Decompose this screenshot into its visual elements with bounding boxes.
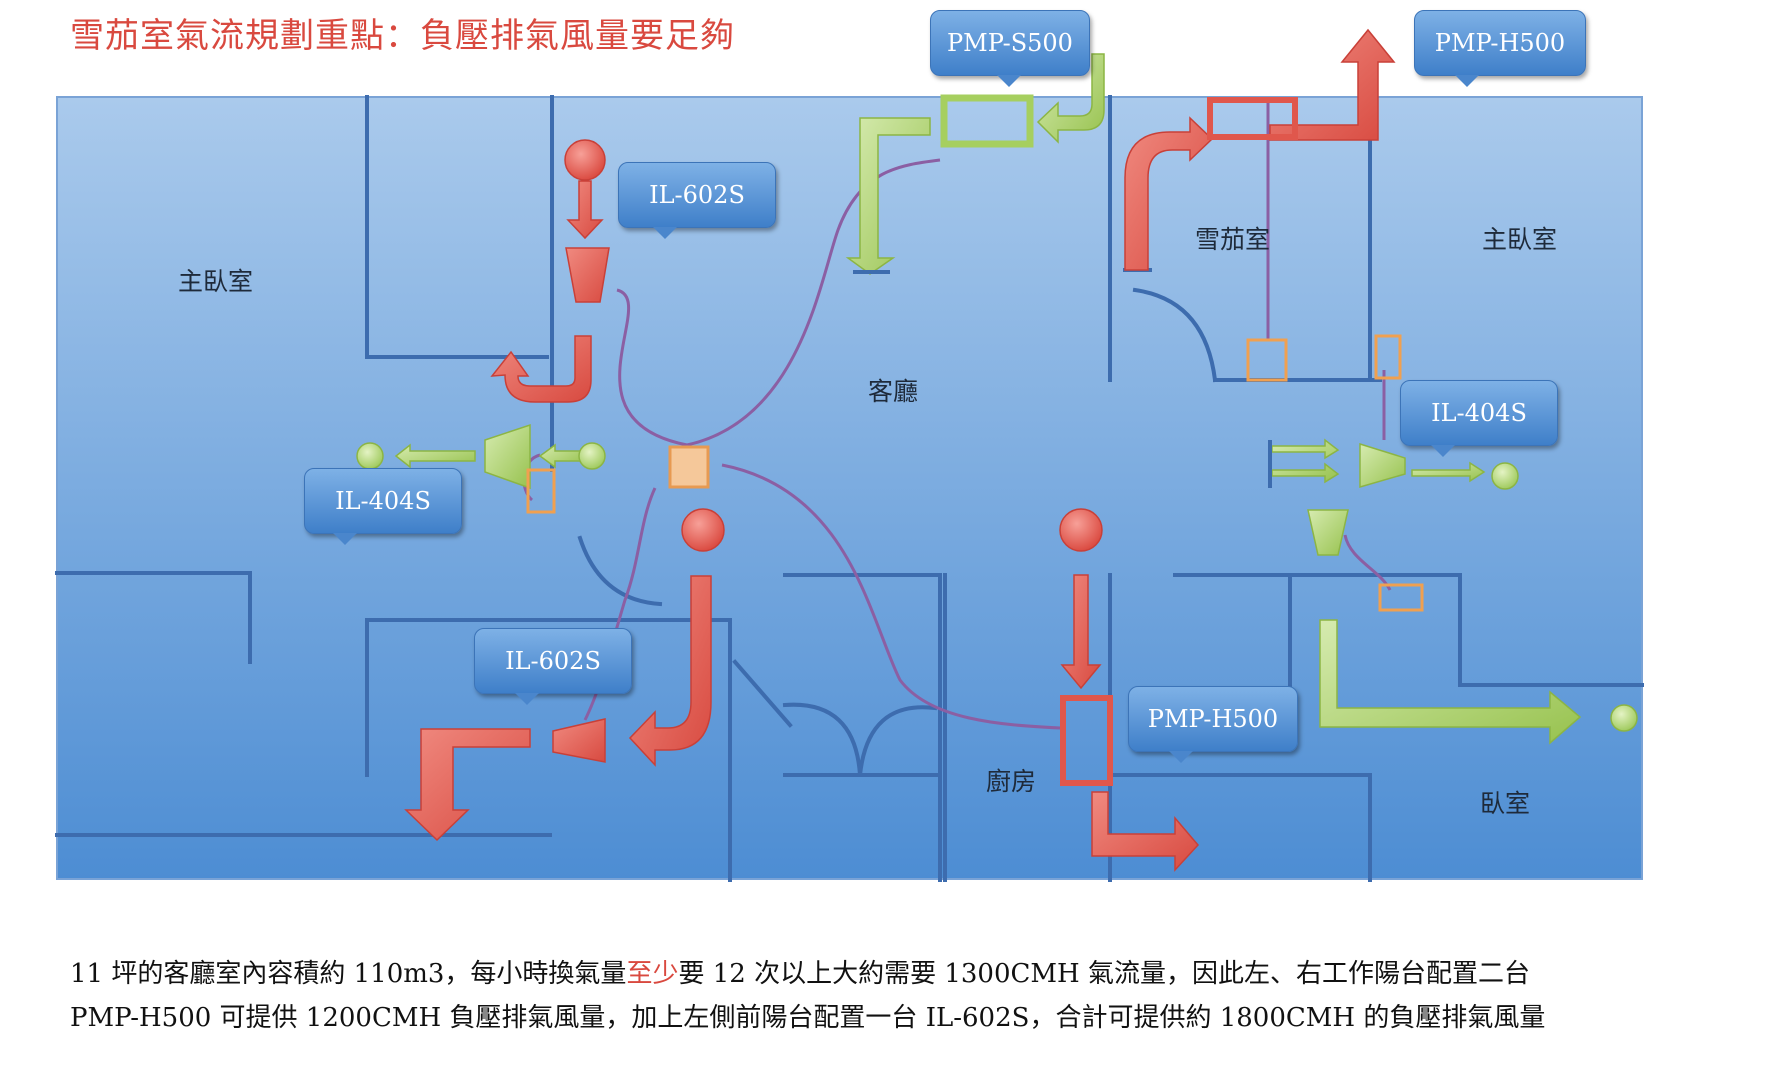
green-ball-bedroom bbox=[1610, 704, 1638, 732]
green-cone-bedroom bbox=[1307, 509, 1349, 556]
room-label-bedroom: 臥室 bbox=[1480, 789, 1531, 818]
red-l-arrow-kitchen bbox=[1091, 791, 1200, 872]
green-arrow-left bbox=[394, 443, 476, 469]
red-exhaust-cone-bottom-left bbox=[552, 718, 606, 763]
controller-center bbox=[668, 445, 710, 489]
explanation-paragraph: 11 坪的客廳室內容積約 110m3，每小時換氣量至少要 12 次以上大約需要 … bbox=[70, 952, 1590, 1040]
red-l-arrow-bottom-left bbox=[404, 728, 531, 842]
callout-label: IL-404S bbox=[335, 487, 431, 515]
callout-label: PMP-S500 bbox=[947, 29, 1073, 57]
callout-il602s-top: IL-602S bbox=[618, 162, 776, 239]
green-supply-cone-right bbox=[1359, 442, 1406, 488]
callout-label: IL-602S bbox=[505, 647, 601, 675]
red-ball-center bbox=[681, 508, 725, 552]
callout-pmp-h500-kitchen: PMP-H500 bbox=[1128, 686, 1298, 763]
red-ball-top-left bbox=[564, 139, 606, 181]
green-arrow-into-s500 bbox=[1036, 53, 1105, 144]
room-label-master-left: 主臥室 bbox=[178, 267, 254, 296]
explanation-highlight: 至少 bbox=[626, 959, 679, 989]
red-exhaust-arrow-top-right bbox=[1269, 28, 1396, 141]
page-title: 雪茄室氣流規劃重點：負壓排氣風量要足夠 bbox=[70, 16, 735, 56]
pmp-s500-box bbox=[940, 94, 1034, 148]
room-label-kitchen: 廚房 bbox=[986, 767, 1037, 796]
callout-il404s-left: IL-404S bbox=[304, 468, 462, 545]
room-label-living: 客廳 bbox=[868, 377, 919, 406]
pmp-h500-box-kitchen bbox=[1060, 695, 1113, 786]
red-ball-kitchen bbox=[1059, 508, 1103, 552]
controller-bedroom bbox=[1378, 583, 1424, 612]
controllers bbox=[526, 334, 1424, 612]
green-arrow-right bbox=[1411, 461, 1486, 483]
callout-pmp-h500-top: PMP-H500 bbox=[1414, 10, 1586, 87]
walls bbox=[55, 95, 1644, 882]
room-label-master-right: 主臥室 bbox=[1482, 225, 1558, 254]
green-ball-left-outer bbox=[356, 442, 384, 470]
pmp-h500-box-top bbox=[1207, 97, 1298, 140]
callout-label: PMP-H500 bbox=[1434, 29, 1566, 57]
green-supply-cone-left bbox=[484, 423, 531, 490]
callout-label: PMP-H500 bbox=[1147, 705, 1279, 733]
callout-label: IL-602S bbox=[649, 181, 745, 209]
callout-il404s-right: IL-404S bbox=[1400, 380, 1558, 457]
room-label-cigar: 雪茄室 bbox=[1195, 225, 1271, 254]
red-fan-boxes bbox=[1060, 97, 1298, 786]
green-airflow bbox=[356, 53, 1638, 745]
red-bend-arrow-cigar bbox=[1124, 116, 1214, 271]
green-l-arrow-living bbox=[845, 117, 931, 275]
callout-pmp-s500: PMP-S500 bbox=[930, 10, 1090, 87]
red-arrow-down-top-left bbox=[566, 180, 604, 240]
callout-label: IL-404S bbox=[1431, 399, 1527, 427]
red-exhaust-cone-top-left bbox=[565, 247, 610, 303]
floor-area bbox=[56, 96, 1643, 880]
green-double-arrow-right bbox=[1271, 438, 1340, 484]
green-ball-right bbox=[1491, 462, 1519, 490]
red-uturn-arrow bbox=[490, 335, 592, 403]
red-airflow bbox=[404, 28, 1396, 872]
controller-left bbox=[526, 468, 556, 514]
duct-end-caps bbox=[853, 270, 1272, 488]
explanation-part-2: 要 12 次以上大約需要 1300CMH 氣流量，因此左、右工作陽台配置二台 P… bbox=[70, 959, 1546, 1033]
green-arrow-left-inner bbox=[538, 443, 581, 469]
red-arrow-down-kitchen bbox=[1060, 574, 1102, 690]
callout-il602s-bottom: IL-602S bbox=[474, 628, 632, 705]
controller-cigar bbox=[1246, 338, 1288, 382]
red-j-arrow bbox=[628, 575, 712, 767]
green-ball-left-inner bbox=[578, 442, 606, 470]
controller-right bbox=[1374, 334, 1402, 380]
explanation-part-1: 11 坪的客廳室內容積約 110m3，每小時換氣量 bbox=[70, 959, 627, 989]
green-l-arrow-bedroom bbox=[1319, 619, 1582, 745]
